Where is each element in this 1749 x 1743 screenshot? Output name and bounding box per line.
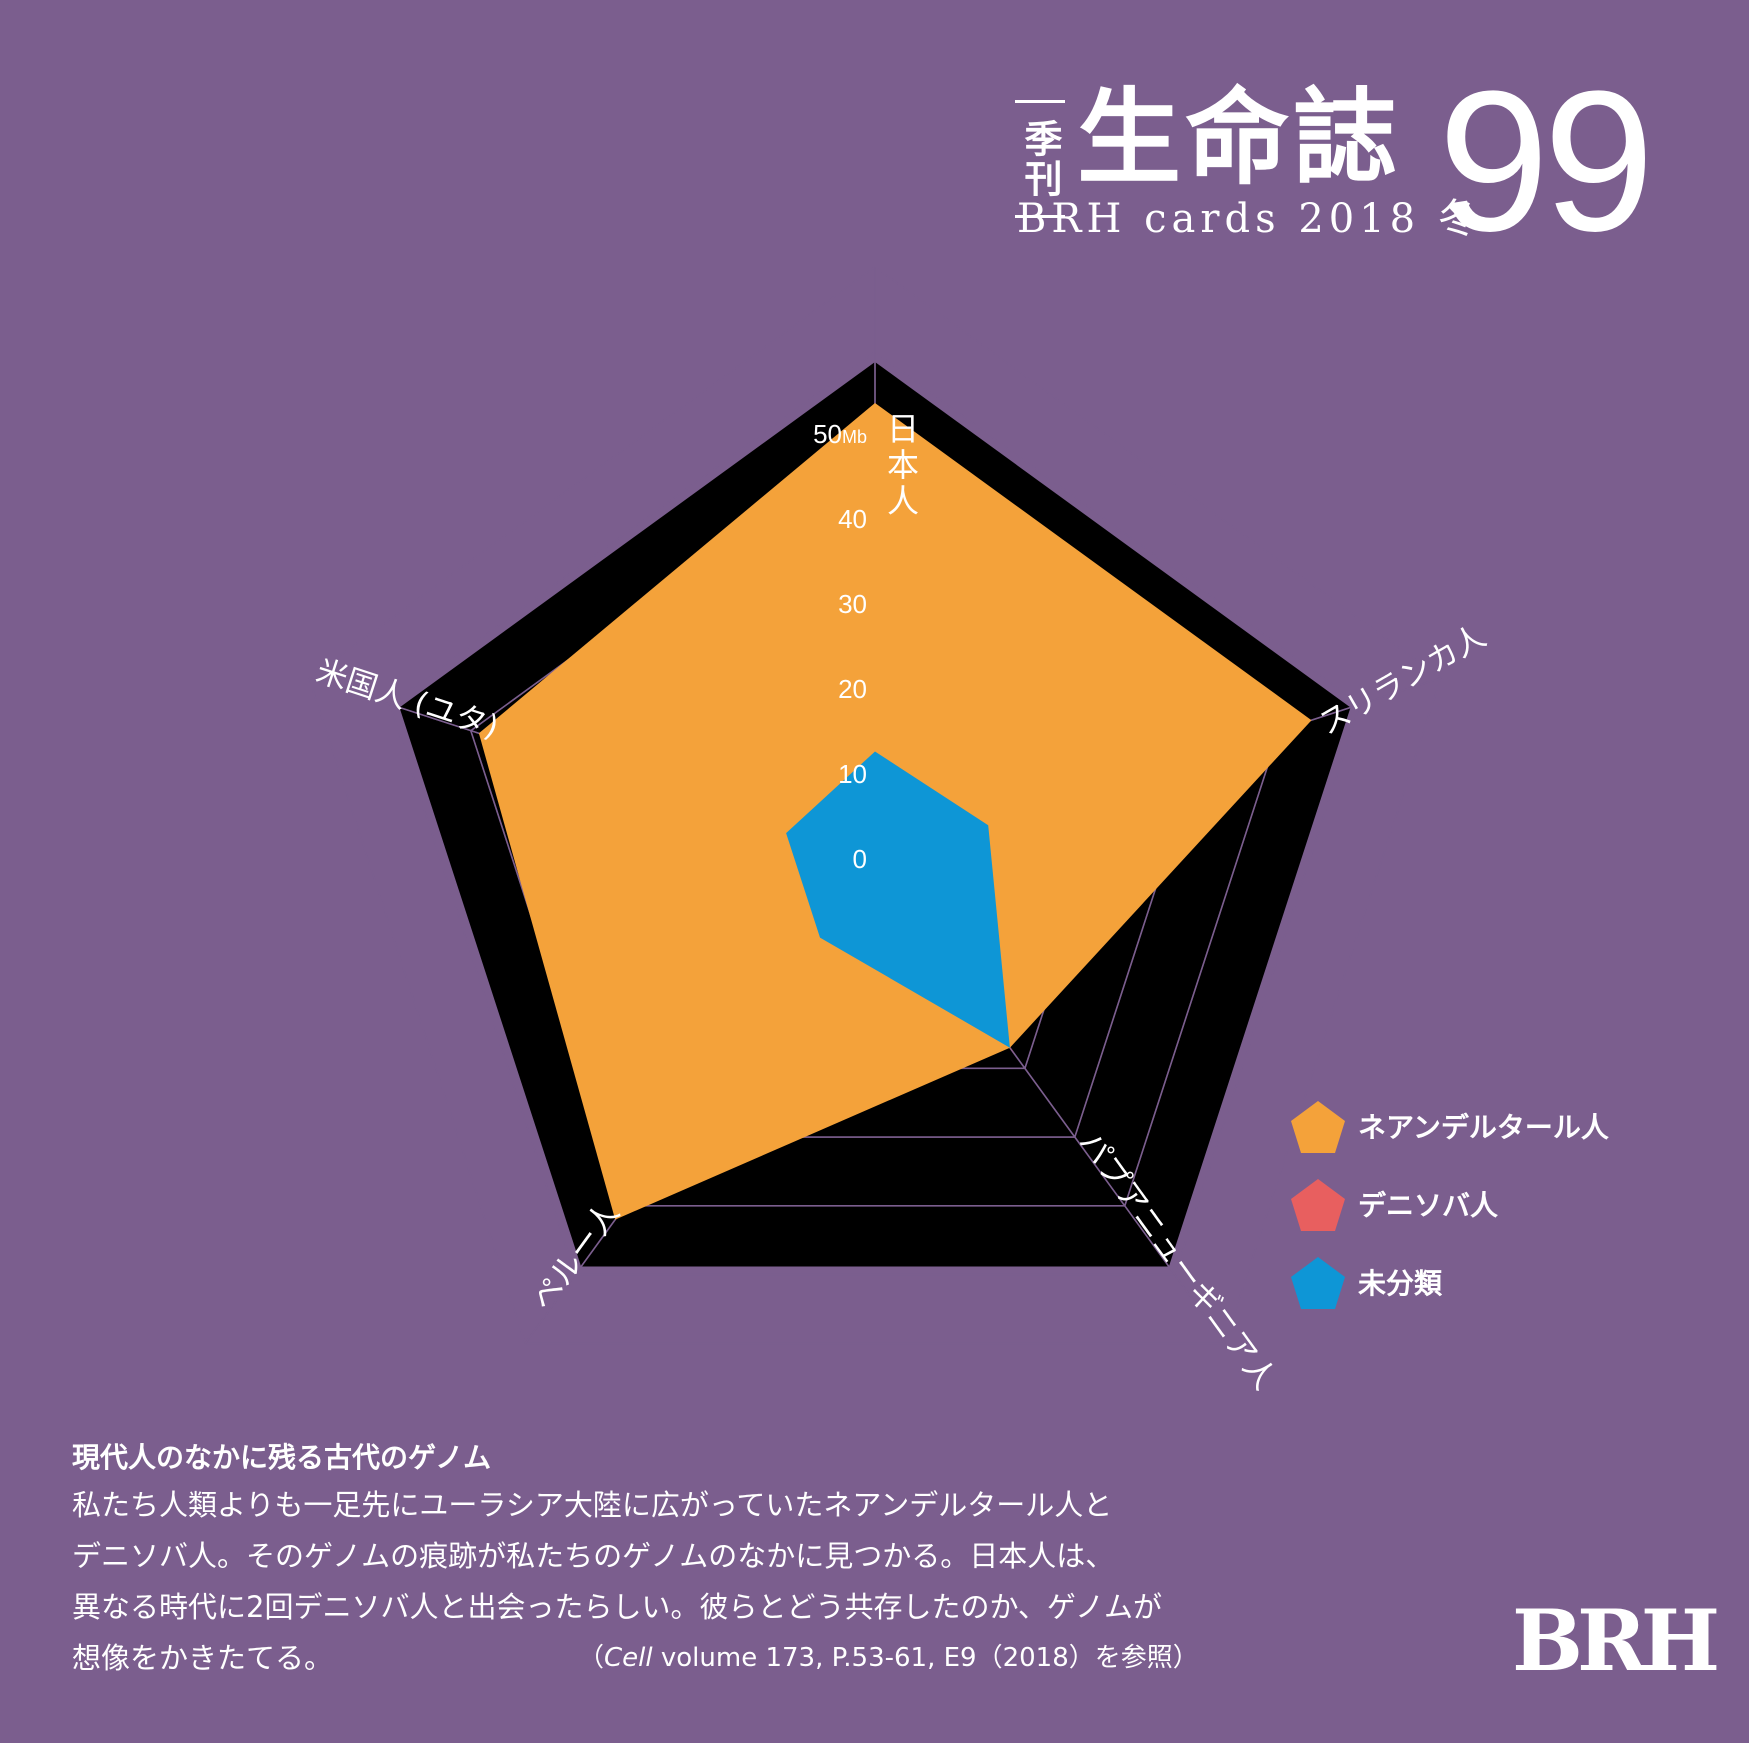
caption-line: 私たち人類よりも一足先にユーラシア大陸に広がっていたネアンデルタール人と [72, 1488, 1113, 1522]
legend: ネアンデルタール人 デニソバ人 未分類 [1290, 1100, 1710, 1334]
radar-tick-label: 0 [853, 844, 867, 874]
legend-label: 未分類 [1358, 1267, 1443, 1300]
citation-journal: Cell [604, 1643, 653, 1673]
legend-swatch-shape [1291, 1179, 1345, 1231]
legend-swatch-shape [1291, 1101, 1345, 1153]
radar-series-group [478, 403, 1312, 1220]
legend-item: デニソバ人 [1290, 1178, 1710, 1256]
radar-series-polygon [786, 751, 1010, 1048]
pentagon-swatch-icon [1291, 1101, 1345, 1153]
legend-label: ネアンデルタール人 [1358, 1111, 1609, 1144]
radar-tick-label: 40 [838, 504, 867, 534]
issue-number: 99 [1438, 50, 1654, 273]
citation: （Cell volume 173, P.53-61, E9（2018）を参照） [578, 1638, 1199, 1678]
radar-axis-label-char: 本 [887, 446, 919, 484]
radar-axis-label: スリランカ人 [1313, 618, 1492, 742]
radar-tick-label: 30 [838, 589, 867, 619]
radar-tick-unit: Mb [842, 427, 867, 447]
radar-tick-label: 10 [838, 759, 867, 789]
magazine-title: 生命誌 [1077, 76, 1402, 199]
radar-axis-label-char: 日 [887, 410, 919, 448]
citation-details: volume 173, P.53-61, E9（2018）を参照） [652, 1643, 1199, 1673]
citation-open: （ [578, 1643, 605, 1673]
pentagon-swatch-icon [1291, 1179, 1345, 1231]
brh-logo: BRH [1512, 1591, 1720, 1690]
radar-grid-ring [308, 266, 1442, 1345]
masthead: 季刊 生命誌 BRH cards 2018 冬 [1015, 78, 1715, 248]
caption-line: デニソバ人。そのゲノムの痕跡が私たちのゲノムのなかに見つかる。日本人は、 [72, 1539, 1115, 1573]
caption-title: 現代人のなかに残る古代のゲノム [72, 1441, 492, 1474]
caption-line: 異なる時代に2回デニソバ人と出会ったらしい。彼らとどう共存したのか、ゲノムが [72, 1590, 1163, 1624]
radar-tick-label: 20 [838, 674, 867, 704]
magazine-subtitle: BRH cards 2018 冬 [1017, 196, 1483, 242]
legend-item: ネアンデルタール人 [1290, 1100, 1710, 1178]
pentagon-swatch-icon [1291, 1257, 1345, 1309]
radar-grid-ring [389, 351, 1361, 1276]
legend-label: デニソバ人 [1358, 1189, 1499, 1222]
legend-swatch-shape [1291, 1257, 1345, 1309]
radar-axis-label-char: 人 [887, 482, 919, 520]
caption: 現代人のなかに残る古代のゲノム 私たち人類よりも一足先にユーラシア大陸に広がって… [72, 1436, 1222, 1684]
legend-item: 未分類 [1290, 1256, 1710, 1334]
issue-kind-label: 季刊 [1015, 100, 1065, 218]
caption-line: 想像をかきたてる。 [72, 1641, 334, 1675]
